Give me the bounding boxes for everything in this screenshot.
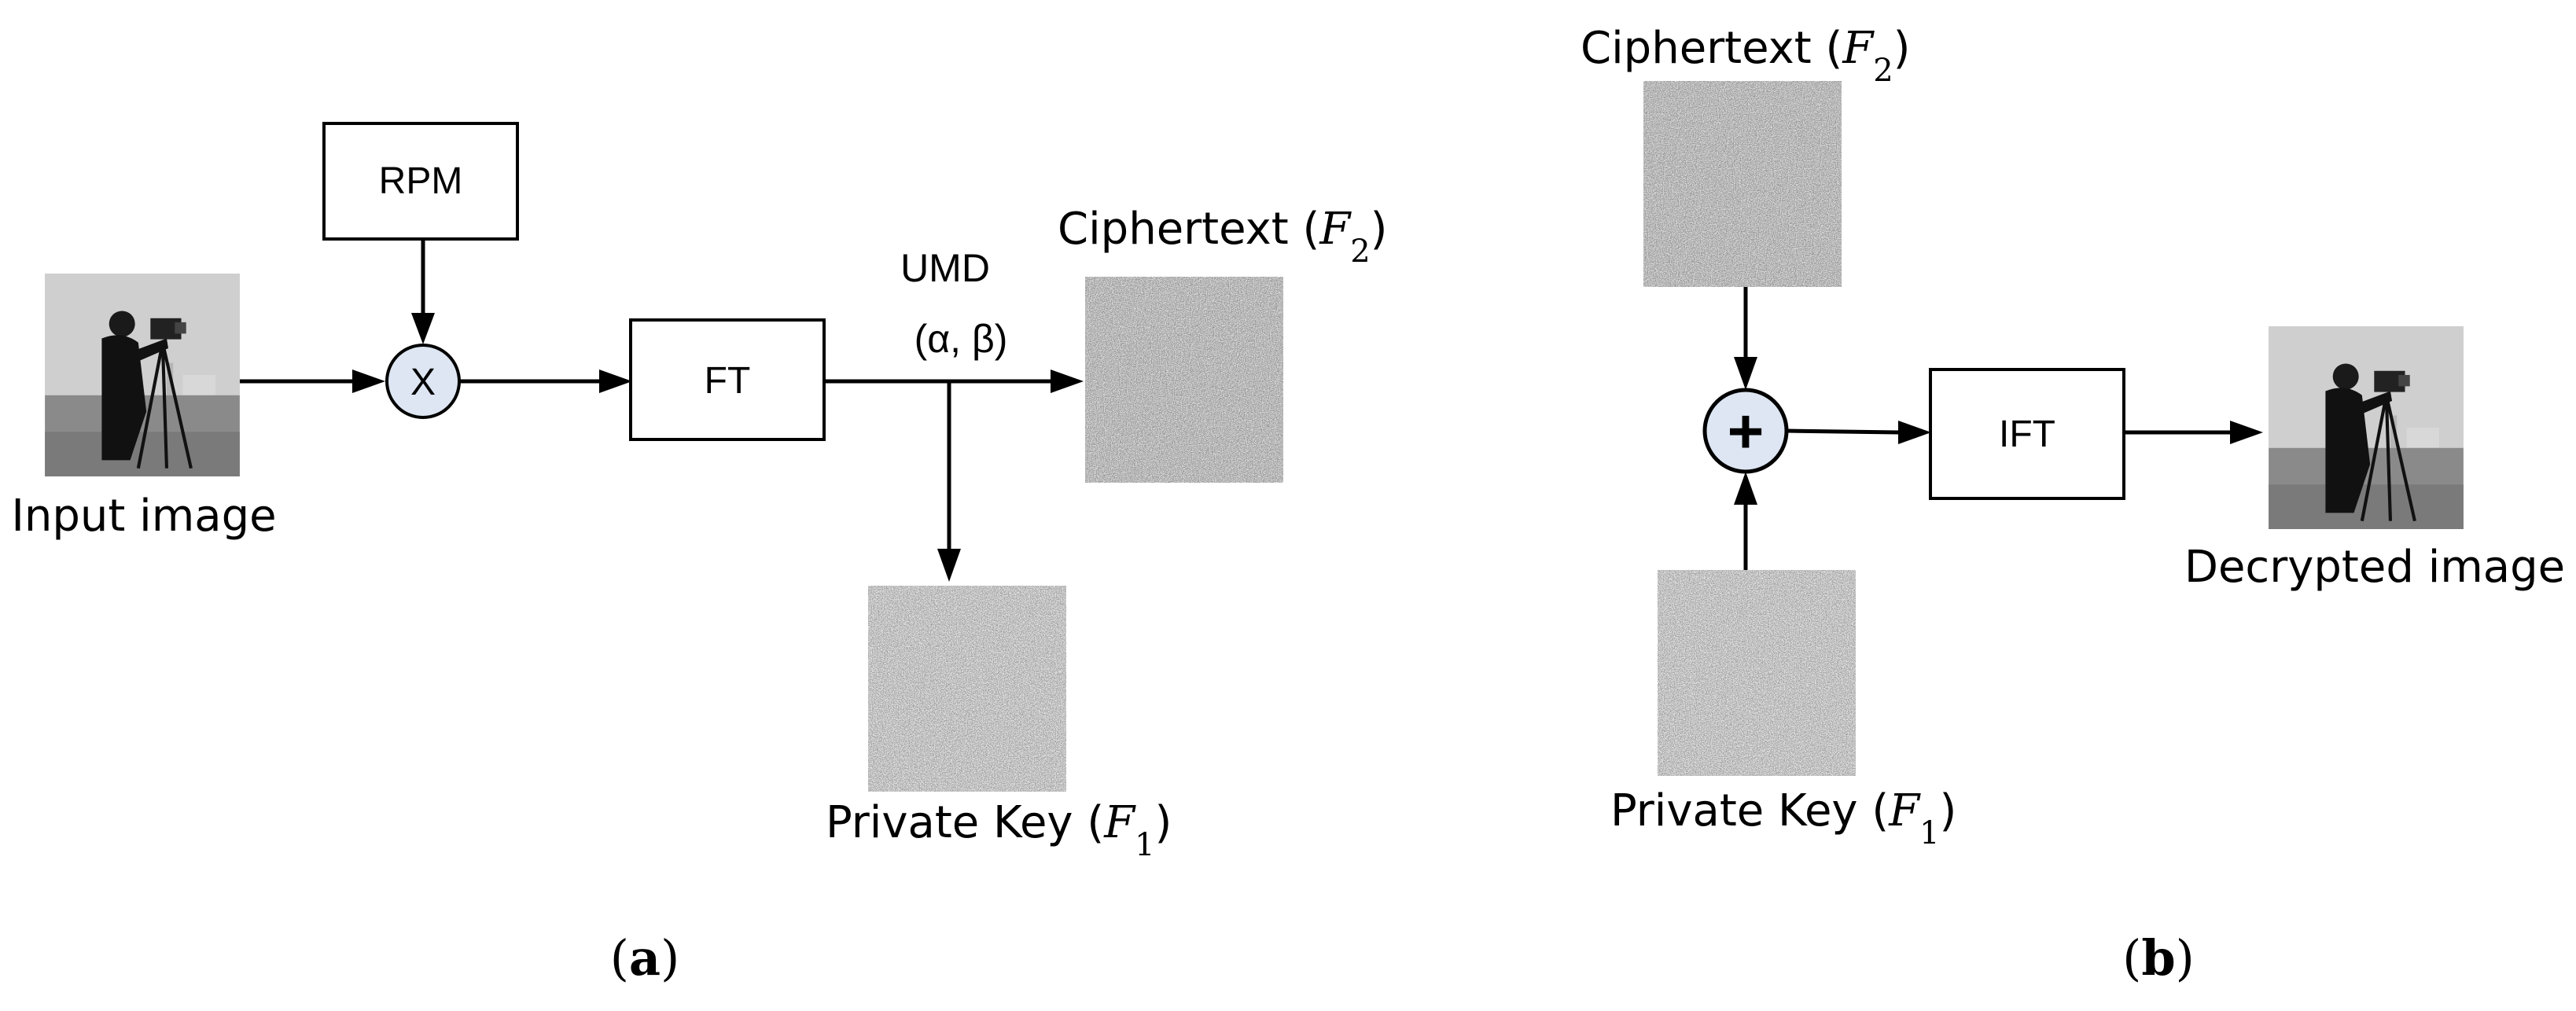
umd-label: UMD — [900, 246, 990, 290]
ft-box — [629, 318, 826, 441]
arrowhead-multiply-to-ft — [599, 369, 632, 393]
panel-a-caption: (a) — [610, 929, 680, 987]
arrowhead-add-to-ift — [1898, 421, 1931, 444]
private-key-label-b: Private Key (F1) — [1610, 785, 1956, 851]
arrow-add-to-ift — [1786, 428, 1902, 435]
arrowhead-ciphertext-to-add — [1734, 357, 1757, 390]
add-symbol: + — [1728, 396, 1765, 466]
rpm-label: RPM — [379, 160, 463, 202]
decrypted-image — [2269, 326, 2464, 529]
input-image-label: Input image — [11, 491, 276, 542]
arrowhead-private-key-to-add — [1734, 472, 1757, 505]
decrypted-image-label: Decrypted image — [2184, 542, 2565, 593]
umd-params: (α, β) — [914, 317, 1008, 361]
ciphertext-noise-image-b — [1643, 81, 1842, 287]
arrowhead-ift-to-decrypted — [2230, 421, 2263, 444]
multiply-symbol: X — [410, 362, 436, 403]
arrowhead-ft-to-ciphertext — [1051, 369, 1084, 393]
rpm-box — [322, 122, 519, 241]
private-key-noise-image-b — [1658, 570, 1856, 776]
ciphertext-label-b: Ciphertext (F2) — [1581, 23, 1911, 89]
ciphertext-noise-image-a — [1085, 277, 1283, 483]
arrowhead-rpm-to-multiply — [411, 313, 435, 344]
ft-label: FT — [705, 360, 751, 402]
panel-b-caption: (b) — [2122, 929, 2195, 987]
private-key-label-a: Private Key (F1) — [826, 797, 1172, 863]
ciphertext-label-a: Ciphertext (F2) — [1058, 204, 1388, 270]
panel-b: Ciphertext (F2) + IFT Decrypted image Pr… — [1581, 23, 2565, 987]
private-key-noise-image-a — [868, 586, 1066, 792]
input-image — [45, 274, 240, 476]
arrowhead-umd-to-private-key — [937, 549, 961, 582]
arrowhead-input-to-multiply — [352, 369, 385, 393]
ift-label: IFT — [1999, 414, 2055, 455]
panel-a: Input image RPM X FT UMD (α, β) Cipherte… — [11, 122, 1388, 987]
